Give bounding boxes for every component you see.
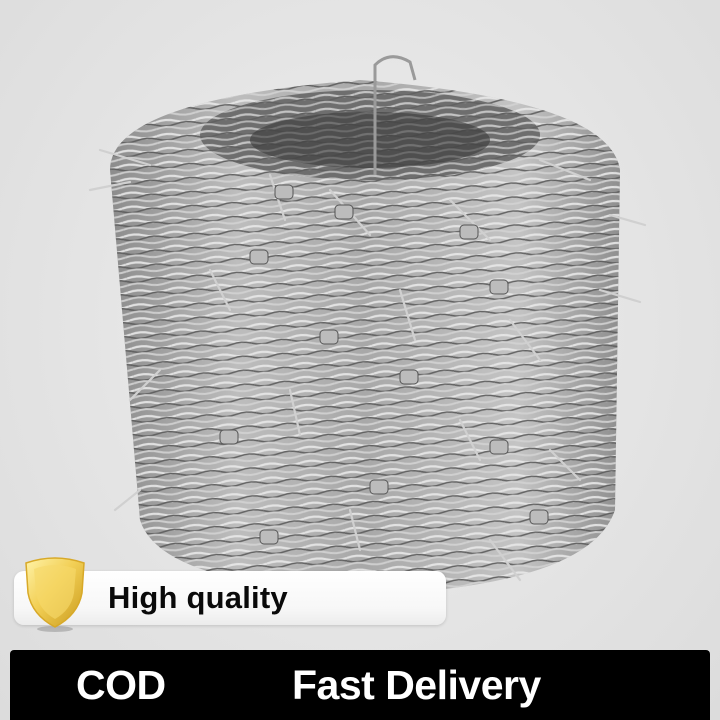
cod-label: COD: [76, 662, 166, 708]
high-quality-label: High quality: [108, 580, 288, 615]
gold-shield-icon: [25, 557, 85, 632]
barbed-wire-coil-image: [88, 55, 647, 595]
fast-delivery-label: Fast Delivery: [292, 662, 541, 708]
high-quality-badge: [14, 571, 446, 625]
bottom-banner: [10, 650, 710, 720]
